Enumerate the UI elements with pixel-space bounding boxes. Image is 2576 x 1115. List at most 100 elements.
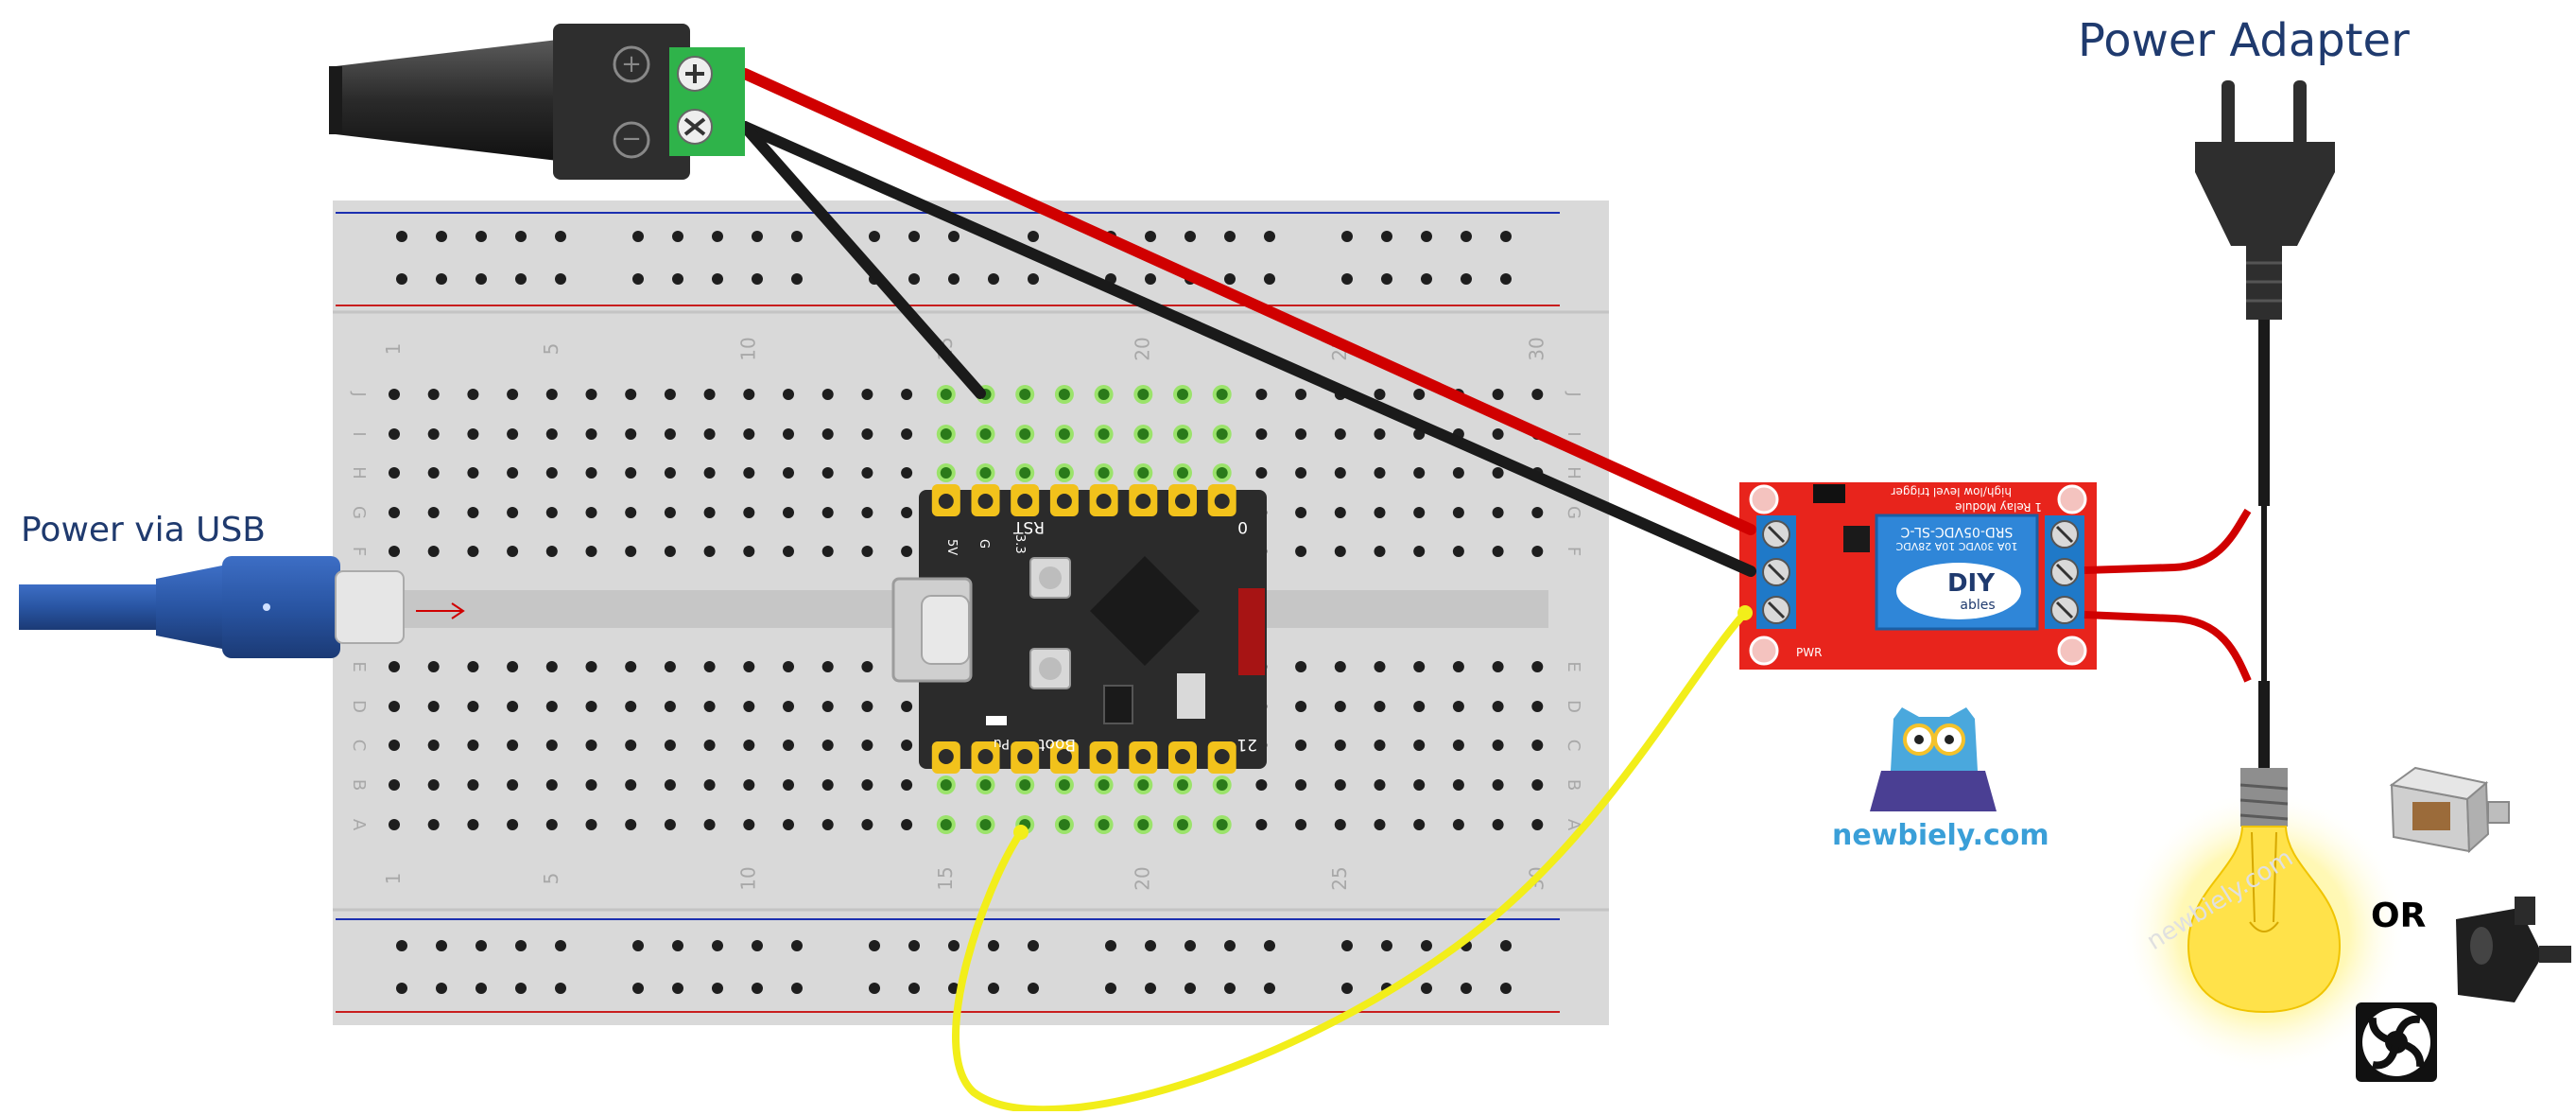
breadboard-hole [1413, 701, 1426, 712]
pin-label-rst: RST [1012, 517, 1045, 536]
row-letter: B [349, 779, 369, 791]
relay-mount-hole-tl [1749, 484, 1779, 514]
breadboard-hole [585, 507, 597, 518]
wire-yellow-end-relay [1738, 605, 1753, 620]
rail-hole [1421, 983, 1432, 994]
breadboard-hole [1058, 467, 1070, 479]
breadboard-hole [979, 819, 992, 830]
breadboard-hole [1177, 389, 1188, 400]
breadboard-hole [625, 507, 637, 518]
wire-red-load-top [2083, 508, 2252, 574]
breadboard-hole [507, 779, 519, 791]
breadboard-hole [625, 389, 637, 400]
breadboard-hole [1413, 507, 1426, 518]
relay-screw-slot [2055, 525, 2074, 544]
rail-hole [1500, 273, 1512, 285]
board-pin-hole [1135, 494, 1151, 509]
power-via-usb-label: Power via USB [21, 511, 266, 549]
row-letter: I [349, 431, 369, 436]
rail-hole [632, 231, 644, 242]
breadboard-hole [467, 428, 479, 440]
rail-hole [1264, 231, 1275, 242]
rail-hole [1028, 940, 1039, 951]
breadboard-hole [861, 701, 873, 712]
pump-outlet [2515, 897, 2535, 925]
breadboard-hole [625, 428, 637, 440]
breadboard-hole [743, 507, 755, 518]
breadboard-hole [783, 819, 794, 830]
breadboard-hole [1413, 467, 1426, 479]
breadboard-hole [861, 428, 873, 440]
breadboard-hole [545, 507, 558, 518]
breadboard-hole [940, 389, 952, 400]
rail-hole [1264, 940, 1275, 951]
rail-hole [672, 983, 683, 994]
breadboard-hole [1334, 507, 1346, 518]
breadboard-hole [1177, 819, 1188, 830]
rail-hole [1224, 940, 1236, 951]
breadboard-hole [783, 779, 794, 791]
row-letter: E [1564, 661, 1583, 671]
breadboard-hole [545, 701, 558, 712]
breadboard-hole [664, 701, 676, 712]
usb-cable-body [222, 556, 340, 658]
owl-pupil-right [1945, 735, 1954, 744]
breadboard-hole [1019, 389, 1031, 400]
rail-hole [988, 273, 999, 285]
breadboard-hole [1255, 819, 1268, 830]
rail-hole [396, 983, 407, 994]
board-pin-hole [1175, 494, 1190, 509]
breadboard-hole [821, 819, 834, 830]
rail-hole [475, 940, 487, 951]
column-number: 25 [1328, 866, 1351, 890]
breadboard-hole [1019, 779, 1031, 791]
column-number: 1 [382, 873, 405, 885]
pin-label-5v: 5V [944, 539, 959, 555]
pump-inlet [2539, 946, 2571, 963]
breadboard-hole [545, 740, 558, 751]
row-letter: F [349, 547, 369, 556]
breadboard-hole [1295, 819, 1307, 830]
dc-jack-plus-symbol [613, 45, 650, 83]
breadboard-hole [585, 389, 597, 400]
breadboard-hole [427, 428, 440, 440]
relay-screws-left [1762, 520, 1790, 624]
breadboard-hole [940, 428, 952, 440]
rail-hole [752, 273, 763, 285]
microcontroller-board: 5V G 3.3 RST 0 Pu Boot 21 [891, 484, 1267, 774]
rail-hole [908, 231, 920, 242]
breadboard-hole [821, 740, 834, 751]
board-boot-button-cap [1039, 657, 1062, 680]
usb-insert-arrow [416, 602, 465, 619]
breadboard-hole [625, 740, 637, 751]
breadboard-hole [940, 819, 952, 830]
rail-hole [1184, 940, 1196, 951]
breadboard-hole [1058, 389, 1070, 400]
or-label: OR [2371, 897, 2426, 935]
relay-screws-right [2050, 520, 2079, 624]
breadboard-hole [467, 546, 479, 557]
breadboard-hole [743, 467, 755, 479]
rail-hole [712, 231, 723, 242]
breadboard-hole [1413, 546, 1426, 557]
pin-label-g: G [977, 539, 991, 549]
breadboard-hole [1098, 779, 1110, 791]
breadboard-hole [427, 740, 440, 751]
breadboard-hole [507, 661, 519, 672]
breadboard-hole [1531, 740, 1544, 751]
brand-label: newbiely.com [1832, 819, 2049, 852]
row-letter: E [349, 661, 369, 671]
breadboard-hole [1374, 507, 1386, 518]
relay-logo-ables: ables [1960, 598, 1995, 613]
rail-hole [1224, 231, 1236, 242]
breadboard-hole [821, 701, 834, 712]
wire-black-relay-gnd [739, 121, 1756, 577]
breadboard-hole [389, 507, 400, 518]
relay-optocoupler [1843, 526, 1870, 552]
breadboard-hole [1492, 428, 1504, 440]
breadboard-hole [467, 661, 479, 672]
breadboard-hole [940, 467, 952, 479]
breadboard-hole [861, 819, 873, 830]
breadboard-hole [664, 507, 676, 518]
